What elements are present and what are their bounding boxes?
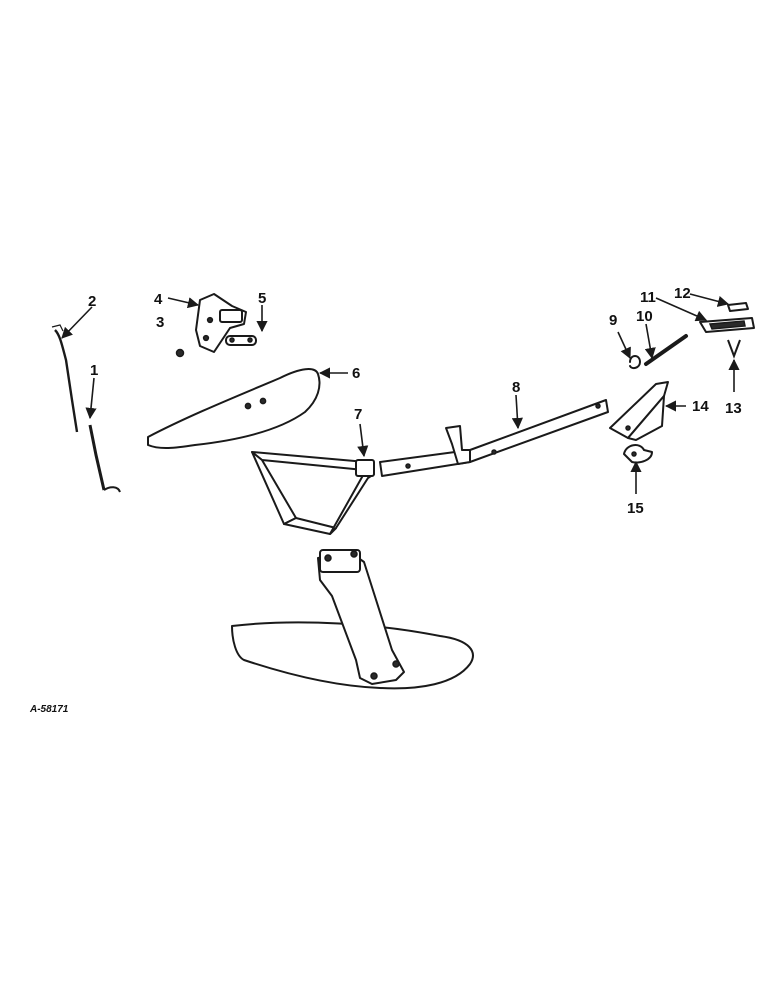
callout-3: 3 xyxy=(156,314,164,331)
callout-14: 14 xyxy=(692,398,709,415)
callout-6: 6 xyxy=(352,365,360,382)
sweep-shank-assembly xyxy=(231,549,474,690)
callout-2: 2 xyxy=(88,293,96,310)
callout-5: 5 xyxy=(258,290,266,307)
callout-10: 10 xyxy=(636,308,653,325)
callout-9: 9 xyxy=(609,312,617,329)
callout-4: 4 xyxy=(154,291,163,308)
callout-7: 7 xyxy=(354,406,362,423)
part-15-clamp xyxy=(623,444,653,464)
callout-11: 11 xyxy=(640,289,656,306)
callout-labels: 1 2 3 4 5 6 7 8 9 10 11 12 13 14 15 xyxy=(88,285,742,517)
part-12-plate xyxy=(727,302,749,312)
part-3-nut xyxy=(175,348,185,358)
part-6-blade xyxy=(147,368,321,449)
part-13-spring xyxy=(727,339,741,359)
part-9-clip xyxy=(629,355,641,370)
leader-lines xyxy=(61,293,740,494)
callout-15: 15 xyxy=(627,500,644,517)
part-5-pin xyxy=(225,335,257,346)
part-10-rod xyxy=(644,334,688,366)
part-14-bracket xyxy=(609,381,669,441)
part-4-bracket xyxy=(195,293,247,353)
part-2-rod xyxy=(51,324,79,433)
callout-13: 13 xyxy=(725,400,742,417)
part-8-beam xyxy=(379,399,609,477)
callout-8: 8 xyxy=(512,379,520,396)
part-11-lever xyxy=(699,317,755,333)
callout-1: 1 xyxy=(90,362,98,379)
part-7-frame xyxy=(251,451,375,535)
callout-12: 12 xyxy=(674,285,691,302)
figure-id: A-58171 xyxy=(29,704,69,715)
part-1-rod xyxy=(88,424,121,493)
